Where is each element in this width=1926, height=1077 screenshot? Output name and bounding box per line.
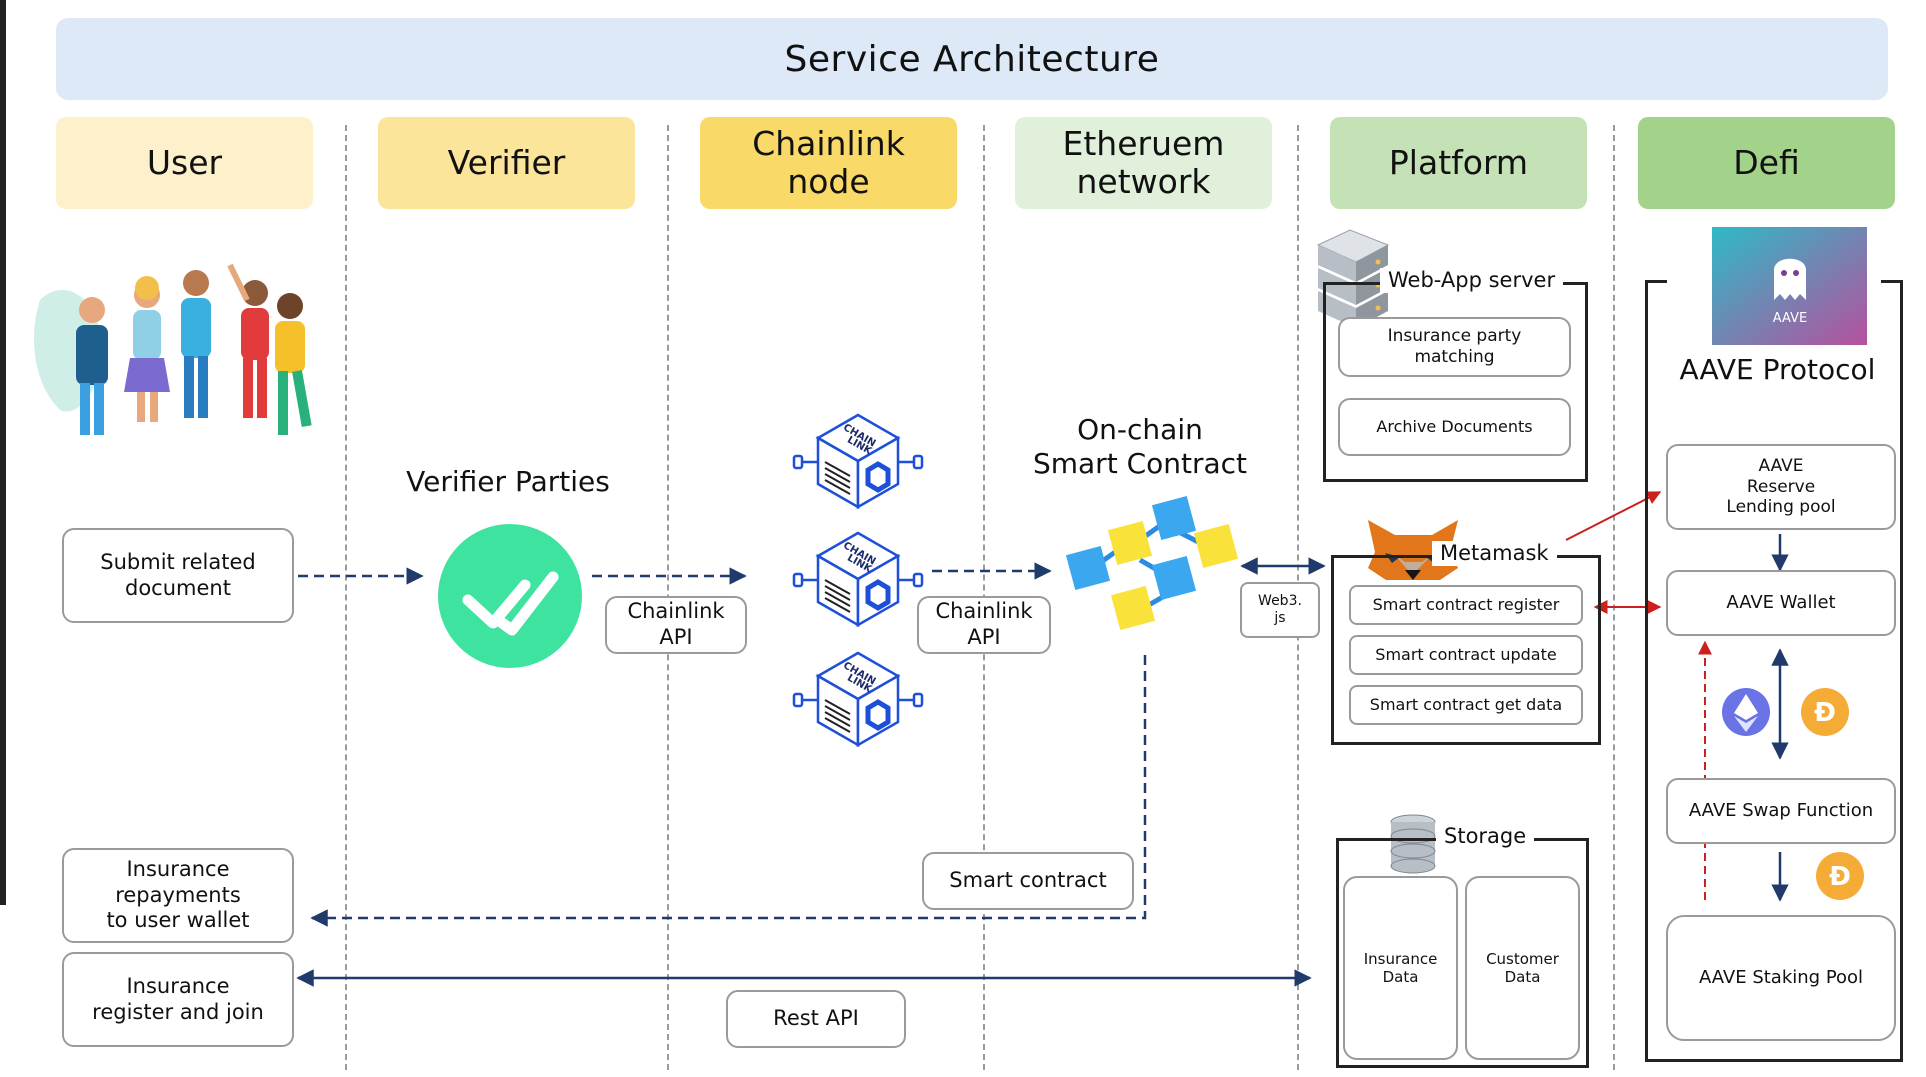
users-illustration: [34, 263, 312, 435]
window-edge: [0, 0, 6, 905]
lane-header-defi: Defi: [1638, 117, 1895, 209]
customer-data-box: Customer Data: [1465, 876, 1580, 1060]
diagram-title: Service Architecture: [56, 18, 1888, 100]
database-icon: [1390, 814, 1436, 874]
sc-get-data-box: Smart contract get data: [1349, 685, 1583, 725]
person-figure: [124, 276, 170, 422]
dai-token-icon: Ð: [1816, 852, 1864, 900]
svg-text:Ð: Ð: [1814, 698, 1836, 728]
chainlink-node-icon: [794, 533, 922, 625]
lane-divider: [345, 125, 347, 1070]
bracket-edge: [1881, 280, 1903, 283]
chainlink-api-box: Chainlink API: [605, 596, 747, 654]
rest-api-box: Rest API: [726, 990, 906, 1048]
chainlink-api-box: Chainlink API: [917, 596, 1051, 654]
party-matching-box: Insurance party matching: [1338, 317, 1571, 377]
person-figure: [227, 263, 269, 418]
storage-title: Storage: [1436, 824, 1535, 850]
aave-logo: AAVE: [1712, 227, 1867, 345]
insurance-register-box: Insurance register and join: [62, 952, 294, 1047]
aave-wallet-box: AAVE Wallet: [1666, 570, 1896, 636]
insurance-data-box: Insurance Data: [1343, 876, 1458, 1060]
webapp-server-title: Web-App server: [1380, 268, 1564, 294]
sc-update-box: Smart contract update: [1349, 635, 1583, 675]
metamask-title: Metamask: [1432, 541, 1557, 567]
web3-js-box: Web3. js: [1240, 582, 1320, 638]
lane-header-ethereum-network: Etheruem network: [1015, 117, 1272, 209]
submit-document-box: Submit related document: [62, 528, 294, 623]
person-figure: [76, 297, 108, 435]
lane-divider: [1613, 125, 1615, 1070]
svg-text:AAVE: AAVE: [1773, 311, 1807, 326]
svg-text:Ð: Ð: [1829, 862, 1851, 892]
aave-swap-box: AAVE Swap Function: [1666, 778, 1896, 844]
lane-header-platform: Platform: [1330, 117, 1587, 209]
person-figure: [181, 270, 211, 418]
aave-protocol-title: AAVE Protocol: [1679, 353, 1876, 386]
dai-token-icon: Ð: [1801, 688, 1849, 736]
aave-staking-box: AAVE Staking Pool: [1666, 915, 1896, 1041]
chainlink-node-icon: [794, 653, 922, 745]
onchain-contract-label: On-chain Smart Contract: [1032, 413, 1248, 480]
person-figure: [275, 293, 312, 435]
chainlink-node-icon: [794, 415, 922, 507]
lane-header-user: User: [56, 117, 313, 209]
archive-documents-box: Archive Documents: [1338, 398, 1571, 456]
sc-register-box: Smart contract register: [1349, 585, 1583, 625]
verifier-parties-label: Verifier Parties: [406, 465, 610, 498]
aave-reserve-box: AAVE Reserve Lending pool: [1666, 444, 1896, 530]
aave-protocol-group: [1645, 280, 1903, 1062]
insurance-repayments-box: Insurance repayments to user wallet: [62, 848, 294, 943]
blockchain-icon: [1065, 495, 1239, 631]
verified-check-icon: [438, 524, 582, 668]
flow-metamask-to-reserve: [1565, 491, 1662, 541]
flow-repayment-to-user: [310, 655, 1147, 927]
lane-header-chainlink-node: Chainlink node: [700, 117, 957, 209]
lane-header-verifier: Verifier: [378, 117, 635, 209]
smart-contract-box: Smart contract: [922, 852, 1134, 910]
bracket-edge: [1645, 280, 1667, 283]
ethereum-token-icon: [1722, 688, 1770, 736]
